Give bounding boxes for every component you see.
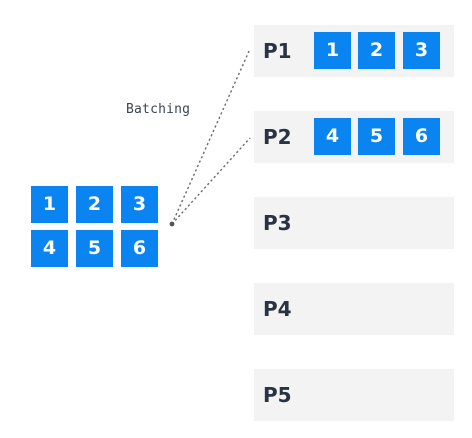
partition-label: P5 xyxy=(263,383,292,407)
batching-label: Batching xyxy=(126,102,191,117)
partition-row-p3: P3 xyxy=(254,197,454,249)
connector-line-p1 xyxy=(171,48,251,225)
partition-tile: 5 xyxy=(358,118,395,155)
partition-label: P2 xyxy=(263,125,292,149)
partition-row-p5: P5 xyxy=(254,369,454,421)
connector-origin-dot xyxy=(169,221,175,227)
partition-tile: 3 xyxy=(403,32,440,69)
partition-label: P1 xyxy=(263,39,292,63)
partition-row-p1: P1 1 2 3 xyxy=(254,25,454,77)
partition-label: P3 xyxy=(263,211,292,235)
source-tile-2: 2 xyxy=(76,186,113,223)
source-tile-5: 5 xyxy=(76,230,113,267)
partition-tile: 4 xyxy=(314,118,351,155)
partition-label: P4 xyxy=(263,297,292,321)
source-tile-4: 4 xyxy=(31,230,68,267)
source-tile-1: 1 xyxy=(31,186,68,223)
connector-line-p2 xyxy=(171,137,251,225)
source-tile-6: 6 xyxy=(121,230,158,267)
partition-tile: 1 xyxy=(314,32,351,69)
partition-row-p2: P2 4 5 6 xyxy=(254,111,454,163)
partition-tile: 6 xyxy=(403,118,440,155)
source-tile-3: 3 xyxy=(121,186,158,223)
partition-row-p4: P4 xyxy=(254,283,454,335)
partition-tile: 2 xyxy=(358,32,395,69)
